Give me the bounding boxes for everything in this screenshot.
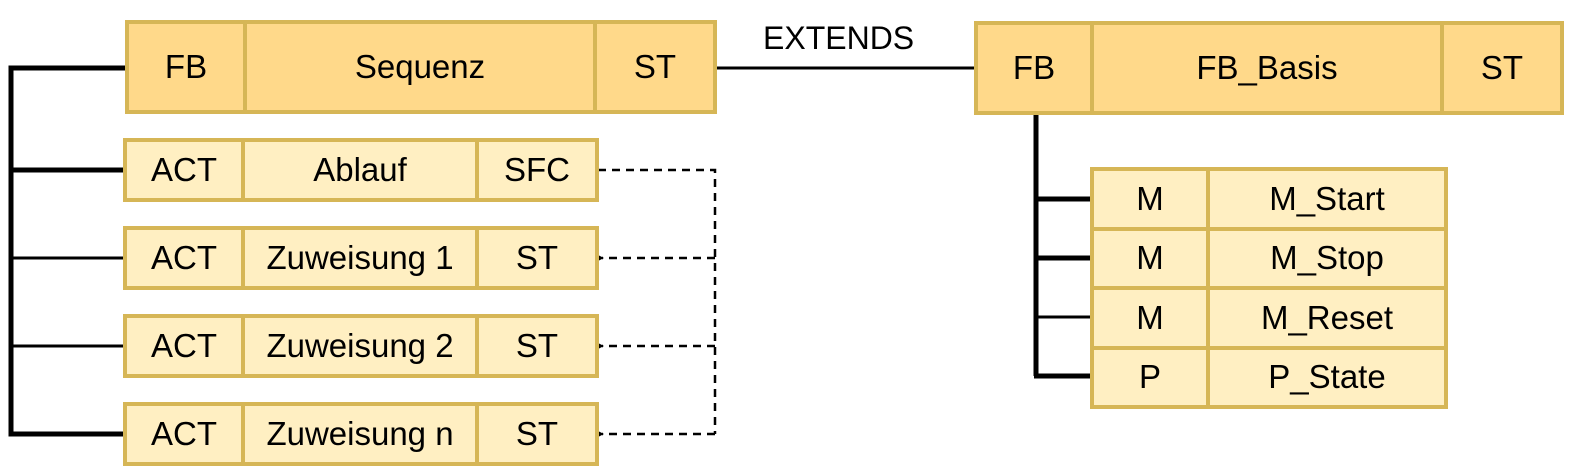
header-kind: FB [129,24,243,110]
member-row[interactable]: P P_State [1094,349,1444,405]
action-name: Zuweisung n [245,406,475,462]
action-name: Zuweisung 1 [245,230,475,286]
fb-basis-header[interactable]: FB FB_Basis ST [974,21,1564,115]
member-name: M_Reset [1210,290,1444,346]
left-tree-spine [8,65,128,437]
member-row[interactable]: M M_Stop [1094,230,1444,286]
action-row[interactable]: ACT Zuweisung 1 ST [123,226,599,290]
member-name: P_State [1210,349,1444,405]
header-name: Sequenz [247,24,593,110]
header-kind: FB [978,25,1090,111]
dashed-call-trunk [598,168,717,434]
action-row[interactable]: ACT Zuweisung 2 ST [123,314,599,378]
header-name: FB_Basis [1094,25,1440,111]
action-kind: ACT [127,230,241,286]
header-lang: ST [1444,25,1560,111]
action-kind: ACT [127,406,241,462]
action-kind: ACT [127,142,241,198]
extends-label: EXTENDS [763,20,915,56]
header-lang: ST [597,24,713,110]
member-kind: P [1094,349,1206,405]
action-lang: SFC [479,142,595,198]
fb-sequenz-header[interactable]: FB Sequenz ST [125,20,717,114]
member-kind: M [1094,171,1206,227]
action-lang: ST [479,406,595,462]
action-lang: ST [479,230,595,286]
member-kind: M [1094,290,1206,346]
action-row[interactable]: ACT Zuweisung n ST [123,402,599,466]
member-name: M_Start [1210,171,1444,227]
member-row[interactable]: M M_Start [1094,171,1444,227]
fb-basis-members: M M_Start M M_Stop M M_Reset P P_State [1090,167,1448,409]
member-name: M_Stop [1210,230,1444,286]
member-row[interactable]: M M_Reset [1094,290,1444,346]
action-row[interactable]: ACT Ablauf SFC [123,138,599,202]
action-name: Zuweisung 2 [245,318,475,374]
action-name: Ablauf [245,142,475,198]
action-lang: ST [479,318,595,374]
member-kind: M [1094,230,1206,286]
action-kind: ACT [127,318,241,374]
